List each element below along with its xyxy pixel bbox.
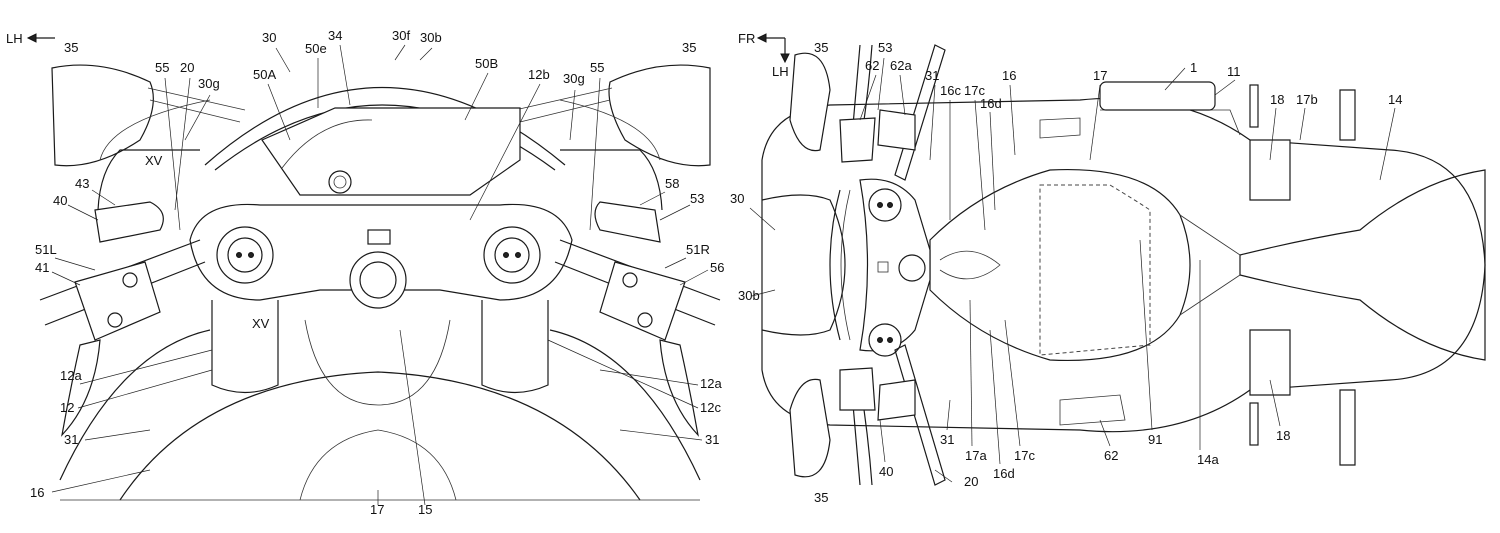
label: 20	[964, 474, 978, 489]
label: 62	[1104, 448, 1118, 463]
label: 50e	[305, 41, 327, 56]
label: 11	[1227, 64, 1241, 79]
label: 17c	[1014, 448, 1035, 463]
mirror-top-left	[789, 52, 831, 152]
label: 18	[1270, 92, 1284, 107]
label: 12b	[528, 67, 550, 82]
label: 43	[75, 176, 89, 191]
fuel-tank	[119, 371, 641, 501]
label: 50B	[475, 56, 498, 71]
fork-cap-left	[216, 226, 274, 284]
label: 31	[64, 432, 78, 447]
label: 41	[35, 260, 49, 275]
mirror-right	[608, 64, 711, 167]
label: 30	[262, 30, 276, 45]
label: 30f	[392, 28, 410, 43]
label: 30g	[563, 71, 585, 86]
direction-label-fr: FR	[738, 31, 755, 46]
left-view-labels: 35 55 20 30g 30 50e 34 30f 30b 50B 12b 3…	[30, 28, 724, 517]
label: 16c	[940, 83, 961, 98]
label: 12c	[700, 400, 721, 415]
label: 56	[710, 260, 724, 275]
direction-label-lh: LH	[6, 31, 23, 46]
label: 53	[878, 40, 892, 55]
label: 62a	[890, 58, 912, 73]
label: 14a	[1197, 452, 1219, 467]
label: 12a	[700, 376, 722, 391]
label: 35	[682, 40, 696, 55]
arrow-down-lh-icon	[780, 38, 790, 64]
mirror-left	[51, 64, 154, 167]
label: 15	[418, 502, 432, 517]
arrow-left-icon	[26, 33, 55, 43]
label: 55	[590, 60, 604, 75]
label: 91	[1148, 432, 1162, 447]
lever-left	[61, 339, 101, 437]
label: 12	[60, 400, 74, 415]
label: 18	[1276, 428, 1290, 443]
dashed-region	[1039, 184, 1151, 356]
label: 30	[730, 191, 744, 206]
label: 30b	[738, 288, 760, 303]
fork-cap-right	[483, 226, 541, 284]
direction-label-lh: LH	[772, 64, 789, 79]
label: 17a	[965, 448, 987, 463]
lever-right	[659, 339, 699, 437]
seat	[1239, 169, 1486, 361]
label: 53	[690, 191, 704, 206]
label: 40	[879, 464, 893, 479]
arrow-left-fr-icon	[756, 33, 785, 43]
label: 16	[30, 485, 44, 500]
label: 20	[180, 60, 194, 75]
label: 62	[865, 58, 879, 73]
label: 1	[1190, 60, 1197, 75]
label: 31	[940, 432, 954, 447]
label: XV	[145, 153, 163, 168]
handlebar-top-right	[894, 344, 946, 486]
label: 51L	[35, 242, 57, 257]
label: 16d	[993, 466, 1015, 481]
label: 40	[53, 193, 67, 208]
label: 16d	[980, 96, 1002, 111]
label: 14	[1388, 92, 1402, 107]
right-top-view: FR LH	[738, 31, 1486, 486]
left-front-view: LH	[6, 31, 721, 501]
label: 30g	[198, 76, 220, 91]
label: 51R	[686, 242, 710, 257]
meter-display	[261, 107, 521, 196]
master-cylinder-left	[94, 201, 164, 243]
label: 17b	[1296, 92, 1318, 107]
label: 17c	[964, 83, 985, 98]
label: 35	[64, 40, 78, 55]
label: 35	[814, 40, 828, 55]
label: 16	[1002, 68, 1016, 83]
label: 34	[328, 28, 342, 43]
label: 17	[370, 502, 384, 517]
label: 31	[925, 68, 939, 83]
label: 55	[155, 60, 169, 75]
right-view-labels: 35 53 62 62a 31 16c 17c 16d 16 17 1 11 1…	[730, 40, 1402, 505]
tank-top	[929, 168, 1191, 362]
label: 31	[705, 432, 719, 447]
label: 58	[665, 176, 679, 191]
label: 50A	[253, 67, 276, 82]
mirror-top-right	[789, 378, 831, 478]
windscreen-top	[829, 189, 841, 341]
label: 35	[814, 490, 828, 505]
label: XV	[252, 316, 270, 331]
label: 17	[1093, 68, 1107, 83]
master-cylinder-right	[594, 201, 661, 243]
label: 12a	[60, 368, 82, 383]
label: 30b	[420, 30, 442, 45]
